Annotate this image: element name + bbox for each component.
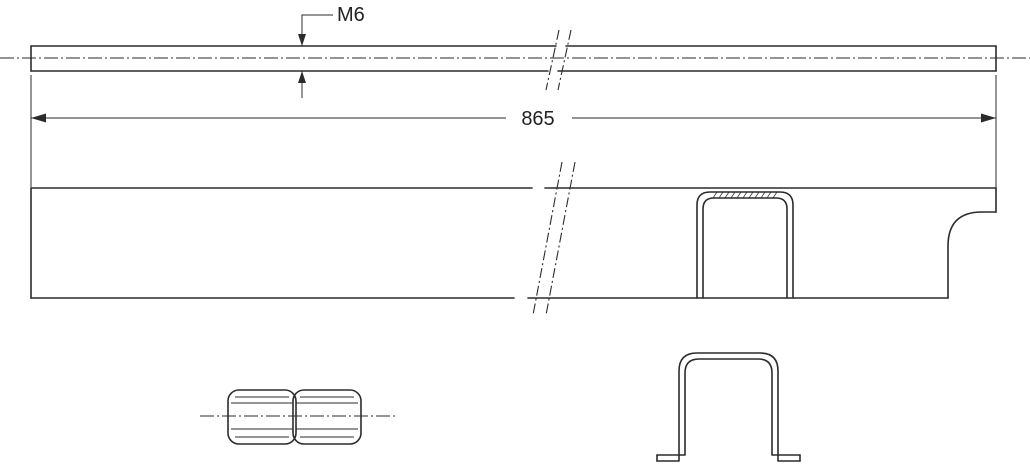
thread-dimension: M6 (298, 4, 365, 98)
thread-leader-line (301, 14, 333, 46)
bracket-outer-outline (696, 191, 794, 299)
thread-label: M6 (337, 4, 365, 26)
length-label: 865 (521, 108, 554, 130)
bracket-detail-inner (656, 358, 801, 456)
bar-side-view (30, 161, 997, 316)
rod-top-view (0, 29, 1030, 91)
length-arrow-right (981, 113, 996, 123)
bracket-detail-outer (656, 352, 801, 462)
bracket-inner-outline (702, 197, 788, 299)
bar-right-profile (947, 187, 997, 299)
bar-break-line-1 (532, 161, 563, 316)
rod-break-line-2 (557, 29, 572, 91)
rod-break-line-1 (545, 29, 560, 91)
coupling-nut-right (292, 389, 362, 445)
coupling-detail (200, 389, 396, 445)
thread-arrow-bottom (298, 71, 306, 83)
thread-arrow-top (298, 34, 306, 46)
bracket-detail (656, 352, 801, 462)
bracket-weld-hatch (712, 191, 778, 199)
coupling-nut-left (227, 389, 297, 445)
bar-break-line-2 (545, 161, 576, 316)
length-dimension: 865 (30, 75, 997, 213)
length-arrow-left (31, 113, 46, 123)
